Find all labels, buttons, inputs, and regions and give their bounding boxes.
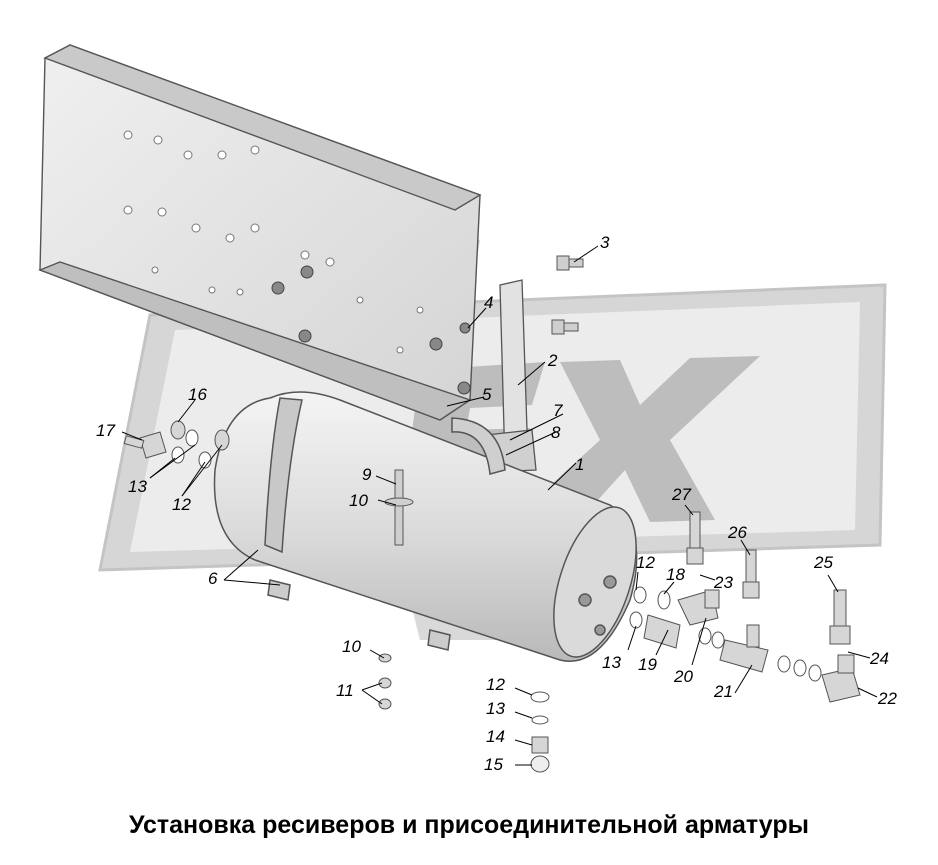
air-receiver-tank (213, 391, 638, 662)
callout-14: 14 (486, 727, 505, 746)
callout-4: 4 (484, 293, 493, 312)
callout-17: 17 (96, 421, 115, 440)
callout-21: 21 (713, 682, 733, 701)
callout-23: 23 (713, 573, 733, 592)
callout-20: 20 (673, 667, 693, 686)
callout-16: 16 (188, 385, 207, 404)
callout-26: 26 (727, 523, 747, 542)
callout-11: 11 (336, 681, 354, 700)
callout-5: 5 (482, 385, 492, 404)
callout-13a: 13 (128, 477, 147, 496)
callout-13b: 13 (602, 653, 621, 672)
callout-19: 19 (638, 655, 657, 674)
assembly-diagram: 1 2 3 4 5 6 7 8 9 10 10 11 12 12 12 13 1… (38, 44, 897, 774)
callout-13c: 13 (486, 699, 505, 718)
callout-25: 25 (813, 553, 833, 572)
callout-labels: 1 2 3 4 5 6 7 8 9 10 10 11 12 12 12 13 1… (96, 233, 897, 774)
bolt-3 (551, 255, 584, 335)
callout-12a: 12 (172, 495, 191, 514)
callout-10b: 10 (342, 637, 361, 656)
mounting-bracket (485, 279, 537, 473)
callout-8: 8 (551, 423, 561, 442)
leader-lines (121, 245, 878, 766)
callout-6: 6 (208, 569, 218, 588)
right-fittings (629, 511, 861, 703)
diagram-caption: Установка ресиверов и присоединительной … (129, 811, 809, 839)
callout-24: 24 (869, 649, 889, 668)
callout-18: 18 (666, 565, 685, 584)
callout-7: 7 (553, 401, 563, 420)
drain-fittings (378, 653, 550, 773)
left-fittings (123, 420, 230, 469)
callout-12c: 12 (486, 675, 505, 694)
callout-3: 3 (600, 233, 610, 252)
callout-22: 22 (877, 689, 897, 708)
callout-10a: 10 (349, 491, 368, 510)
callout-27: 27 (671, 485, 691, 504)
callout-12b: 12 (636, 553, 655, 572)
callout-9: 9 (362, 465, 372, 484)
callout-2: 2 (547, 351, 558, 370)
callout-1: 1 (575, 455, 584, 474)
callout-15: 15 (484, 755, 503, 774)
